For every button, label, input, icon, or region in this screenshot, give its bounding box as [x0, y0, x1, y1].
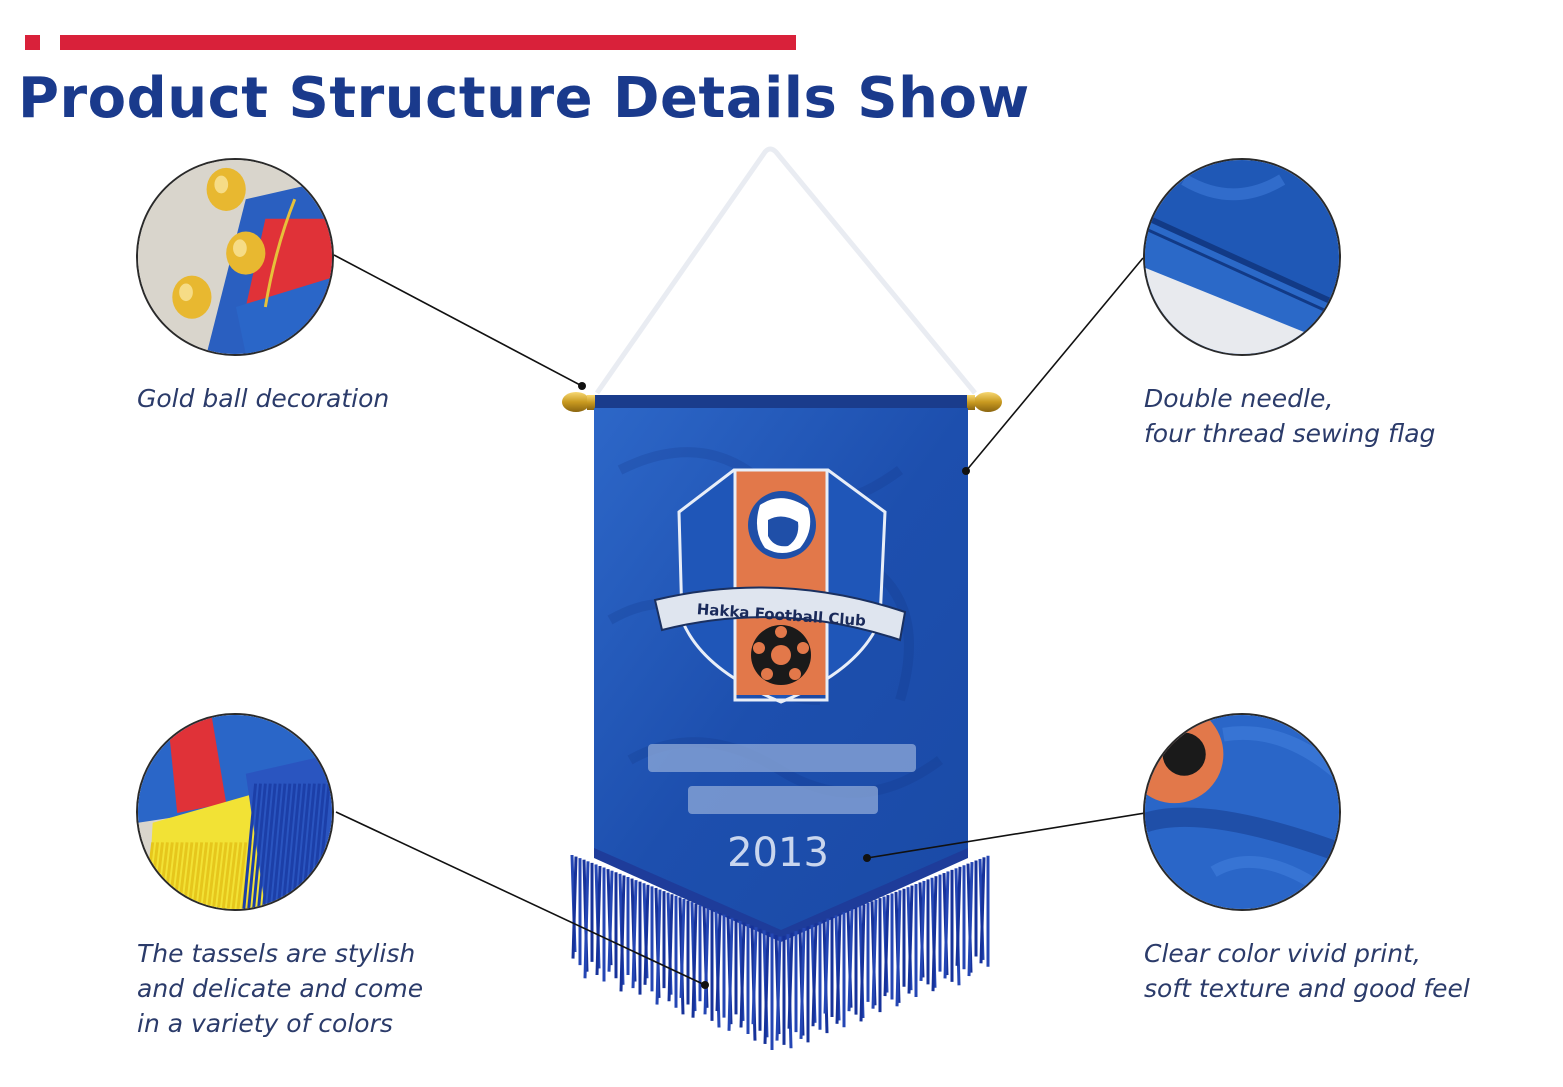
caption-line: four thread sewing flag: [1144, 419, 1436, 448]
caption-gold-ball: Gold ball decoration: [137, 381, 389, 416]
caption-double-needle: Double needle, four thread sewing flag: [1144, 381, 1435, 451]
caption-print: Clear color vivid print, soft texture an…: [1144, 936, 1470, 1006]
print-closeup: [1143, 713, 1341, 911]
caption-line: The tassels are stylish: [137, 939, 416, 968]
caption-line: Double needle,: [1144, 384, 1334, 413]
page-title: Product Structure Details Show: [18, 66, 1030, 131]
caption-line: Gold ball decoration: [137, 384, 390, 413]
sewing-closeup: [1143, 158, 1341, 356]
accent-square: [25, 35, 40, 50]
caption-line: in a variety of colors: [137, 1009, 393, 1038]
blurred-text-block: [648, 744, 916, 772]
banner-year: 2013: [727, 830, 829, 876]
leader-line-tassels: [335, 811, 706, 986]
leader-line-print: [866, 812, 1146, 859]
gold-ball-closeup: [136, 158, 334, 356]
caption-line: soft texture and good feel: [1144, 974, 1470, 1003]
football-emblem: [751, 625, 811, 685]
tassel-closeup: [136, 713, 334, 911]
club-name-ribbon: [653, 586, 907, 642]
caption-tassels: The tassels are stylish and delicate and…: [137, 936, 423, 1041]
caption-line: and delicate and come: [137, 974, 424, 1003]
caption-line: Clear color vivid print,: [1144, 939, 1421, 968]
blurred-text-block-2: [688, 786, 878, 814]
gold-ball-right: [967, 392, 1002, 412]
lion-head-emblem: [748, 491, 816, 559]
hanging-cord: [594, 146, 977, 395]
accent-bar: [60, 35, 796, 50]
blue-tassel-fringe: [570, 854, 990, 1050]
club-crest: [653, 468, 907, 704]
gold-ball-left: [562, 392, 595, 412]
banner-rod: [586, 395, 976, 409]
leader-line-double-needle: [965, 257, 1144, 472]
leader-line-gold-ball: [333, 254, 583, 387]
